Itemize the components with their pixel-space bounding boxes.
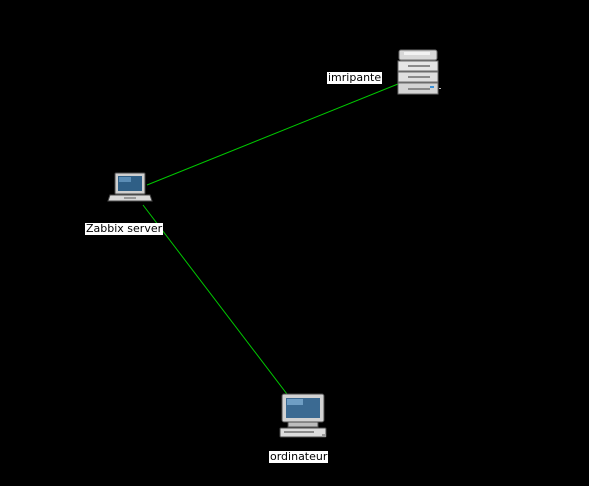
host-label-ordinateur[interactable]: ordinateur (269, 450, 329, 463)
host-node-imripante[interactable]: imripante (326, 48, 446, 100)
host-label-imripante[interactable]: imripante (327, 71, 383, 84)
link-zabbix-server-ordinateur[interactable] (142, 204, 291, 399)
printer-icon[interactable] (396, 48, 442, 100)
host-label-zabbix-server[interactable]: Zabbix server (85, 222, 164, 235)
desktop-computer-icon[interactable] (278, 392, 328, 442)
host-node-zabbix-server[interactable]: Zabbix server (84, 170, 184, 236)
host-node-ordinateur[interactable]: ordinateur (266, 392, 346, 466)
link-zabbix-server-imripante[interactable] (146, 83, 399, 186)
laptop-icon[interactable] (107, 170, 153, 206)
